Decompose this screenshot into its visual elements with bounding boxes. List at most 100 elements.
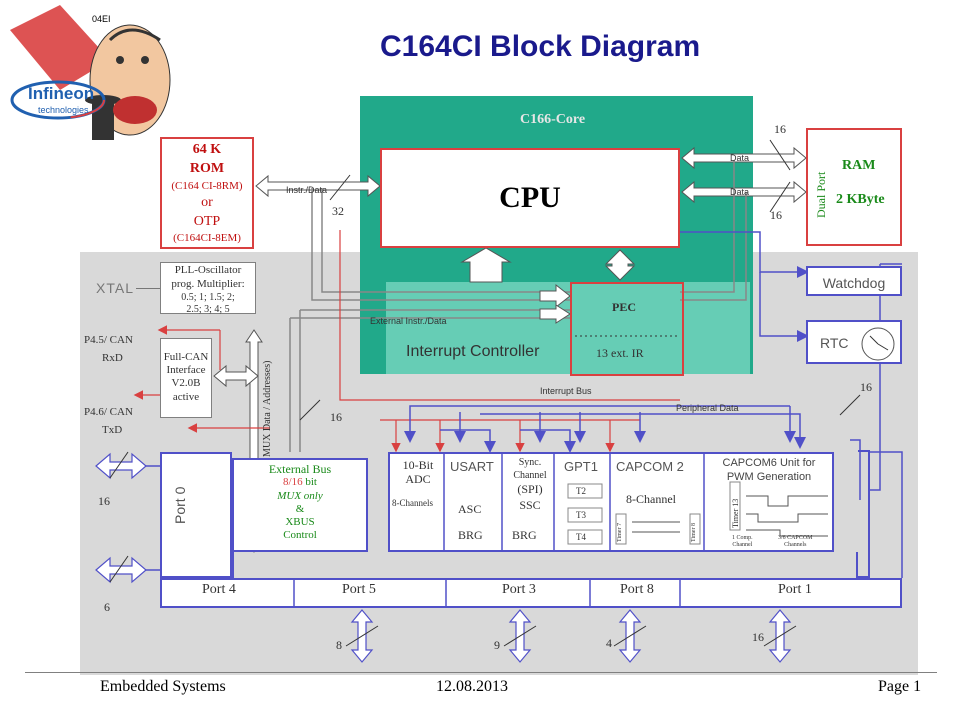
port-4-width: 6 (104, 600, 110, 614)
watchdog-label: Watchdog (822, 275, 886, 291)
ext-ir-label: 13 ext. IR (596, 346, 644, 360)
ram-size: 2 KByte (836, 192, 885, 207)
can-rx: RxD (102, 352, 123, 364)
cpu-block: CPU (380, 148, 680, 248)
bus-width-32: 32 (332, 204, 344, 218)
timer8-label: Timer 8 (691, 523, 697, 542)
peripherals-block (388, 452, 834, 552)
can-line-1: Full-CAN (163, 351, 209, 363)
rom-label: ROM (189, 160, 225, 176)
gpt1-label: GPT1 (564, 459, 598, 474)
capcom6-comp-1: 1 Comp. (732, 535, 753, 541)
pec-label: PEC (612, 300, 636, 314)
capcom6-block: CAPCOM6 Unit for PWM Generation (706, 456, 832, 485)
bus-width-16-right: 16 (860, 380, 872, 394)
ssc-line-3: (SPI) (517, 482, 543, 496)
can-line-3: V2.0B (171, 377, 201, 390)
capcom6-capcom: 3/6 CAPCOM Channels (778, 535, 813, 548)
ext-bus-width: 8/16 (283, 476, 303, 489)
ssc-line-2: Channel (513, 470, 547, 481)
ssc-block: Sync. Channel (SPI) SSC (504, 456, 556, 513)
port-3-width: 9 (494, 638, 500, 652)
capcom2-label: CAPCOM 2 (616, 459, 684, 474)
ext-bus-line-3: MUX only (277, 489, 323, 502)
footer-left: Embedded Systems (100, 678, 226, 695)
adc-line-2: ADC (405, 472, 431, 487)
port-5-label: Port 5 (342, 582, 376, 597)
bus-width-16-left: 16 (330, 410, 342, 424)
pll-line-2: prog. Multiplier: (171, 277, 245, 290)
port-5-width: 8 (336, 638, 342, 652)
otp-label: OTP (193, 213, 221, 229)
pll-block: PLL-Oscillator prog. Multiplier: 0.5; 1;… (160, 262, 256, 315)
capcom6-capcom-1: 3/6 CAPCOM (778, 535, 813, 541)
footer-page: Page 1 (878, 678, 922, 695)
pll-line-1: PLL-Oscillator (174, 264, 242, 276)
ext-bus-line-6: Control (283, 529, 317, 542)
pec-block (570, 282, 684, 376)
corner-label: 04EI (92, 14, 111, 24)
can-rx-port: P4.5/ CAN (84, 334, 133, 346)
full-can-block: Full-CAN Interface V2.0B active (160, 338, 212, 418)
adc-block: 10-Bit ADC (398, 458, 438, 487)
footer-divider (25, 672, 937, 673)
capcom2-channels: 8-Channel (626, 492, 676, 506)
ram-label: RAM (842, 158, 876, 173)
port-3-label: Port 3 (502, 582, 536, 597)
rom-size: 64 K (192, 142, 222, 157)
t3-label: T3 (576, 510, 586, 520)
port-0-label: Port 0 (172, 486, 188, 524)
bus-width-16-bottom: 16 (770, 208, 782, 222)
timer13-label: Timer 13 (731, 498, 740, 528)
port-0-block (160, 452, 232, 578)
dual-port-label: Dual Port (814, 171, 828, 218)
external-bus-block: External Bus 8/16 bit MUX only & XBUS Co… (232, 458, 368, 552)
ext-instr-data-label: External Instr./Data (370, 316, 447, 326)
port-4-label: Port 4 (202, 582, 236, 597)
port-connector-right (858, 450, 870, 578)
infineon-wordmark: Infineon (28, 84, 95, 103)
peripheral-dividers (443, 452, 828, 552)
core-label: C166-Core (520, 112, 586, 127)
data-label-bottom: Data (730, 187, 750, 197)
otp-part: (C164CI-8EM) (173, 232, 241, 245)
ports-row (160, 578, 902, 608)
asc-label: ASC (458, 502, 482, 516)
timer7-label: Timer 7 (617, 523, 623, 542)
ssc-line-1: Sync. (518, 457, 542, 468)
capcom6-line-1: CAPCOM6 Unit for (722, 457, 816, 469)
ssc-line-4: SSC (519, 497, 541, 512)
capcom6-comp-2: Channel (732, 541, 753, 548)
ext-bus-line-4: & (295, 502, 305, 515)
port-dividers (293, 578, 681, 608)
port-8-width: 4 (606, 636, 612, 650)
usart-label: USART (450, 459, 494, 474)
clock-icon (861, 327, 895, 361)
infineon-sub: technologies (38, 105, 89, 115)
rom-block: 64 K ROM (C164 CI-8RM) or OTP (C164CI-8E… (160, 137, 254, 249)
rom-part: (C164 CI-8RM) (171, 179, 243, 192)
xtal-line (136, 288, 160, 289)
can-line-2: Interface (166, 364, 206, 377)
can-tx: TxD (102, 424, 123, 436)
port-connector (232, 552, 858, 578)
watchdog-block: Watchdog (806, 266, 902, 296)
rtc-block: RTC (806, 320, 902, 364)
data-label-top: Data (730, 153, 750, 163)
xtal-label: XTAL (96, 280, 134, 296)
ext-bus-line-5: XBUS (285, 515, 315, 528)
page-title: C164CI Block Diagram (380, 30, 701, 63)
peripheral-data-label: Peripheral Data (676, 403, 739, 413)
t4-label: T4 (576, 532, 586, 542)
can-line-4: active (172, 390, 200, 403)
bus-width-16-top: 16 (774, 122, 786, 136)
pll-line-3: 0.5; 1; 1.5; 2; (181, 291, 235, 303)
port-0-width: 16 (98, 494, 110, 508)
rom-or: or (201, 194, 213, 210)
pll-line-4: 2.5; 3; 4; 5 (186, 304, 230, 315)
infineon-logo: Infineon technologies (8, 78, 108, 122)
usart-brg-label: BRG (458, 528, 483, 542)
ssc-brg-label: BRG (512, 528, 537, 542)
port-1-label: Port 1 (778, 582, 812, 597)
